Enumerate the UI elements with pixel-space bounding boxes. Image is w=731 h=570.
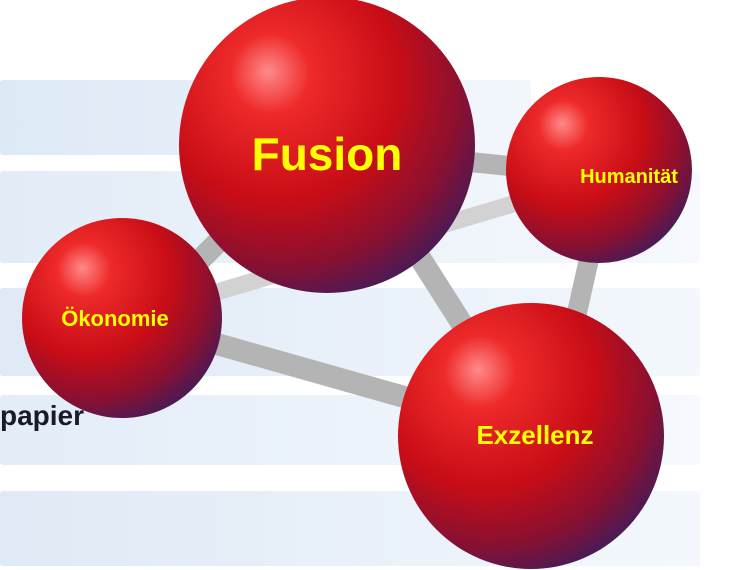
node-label: Exzellenz (476, 420, 593, 450)
sphere (398, 303, 664, 569)
sphere (506, 77, 692, 263)
node-label: Humanität (580, 166, 678, 188)
node-exzellenz: Exzellenz (398, 303, 664, 569)
partial-heading: papier (0, 400, 85, 431)
connector-oekonomie-exzellenz (174, 324, 426, 411)
node-oekonomie: Ökonomie (22, 218, 222, 418)
sphere (179, 0, 475, 293)
node-fusion: Fusion (179, 0, 475, 293)
sphere (22, 218, 222, 418)
node-label: Fusion (252, 128, 403, 180)
node-humanitaet: Humanität (506, 77, 692, 263)
node-label: Ökonomie (61, 306, 169, 331)
